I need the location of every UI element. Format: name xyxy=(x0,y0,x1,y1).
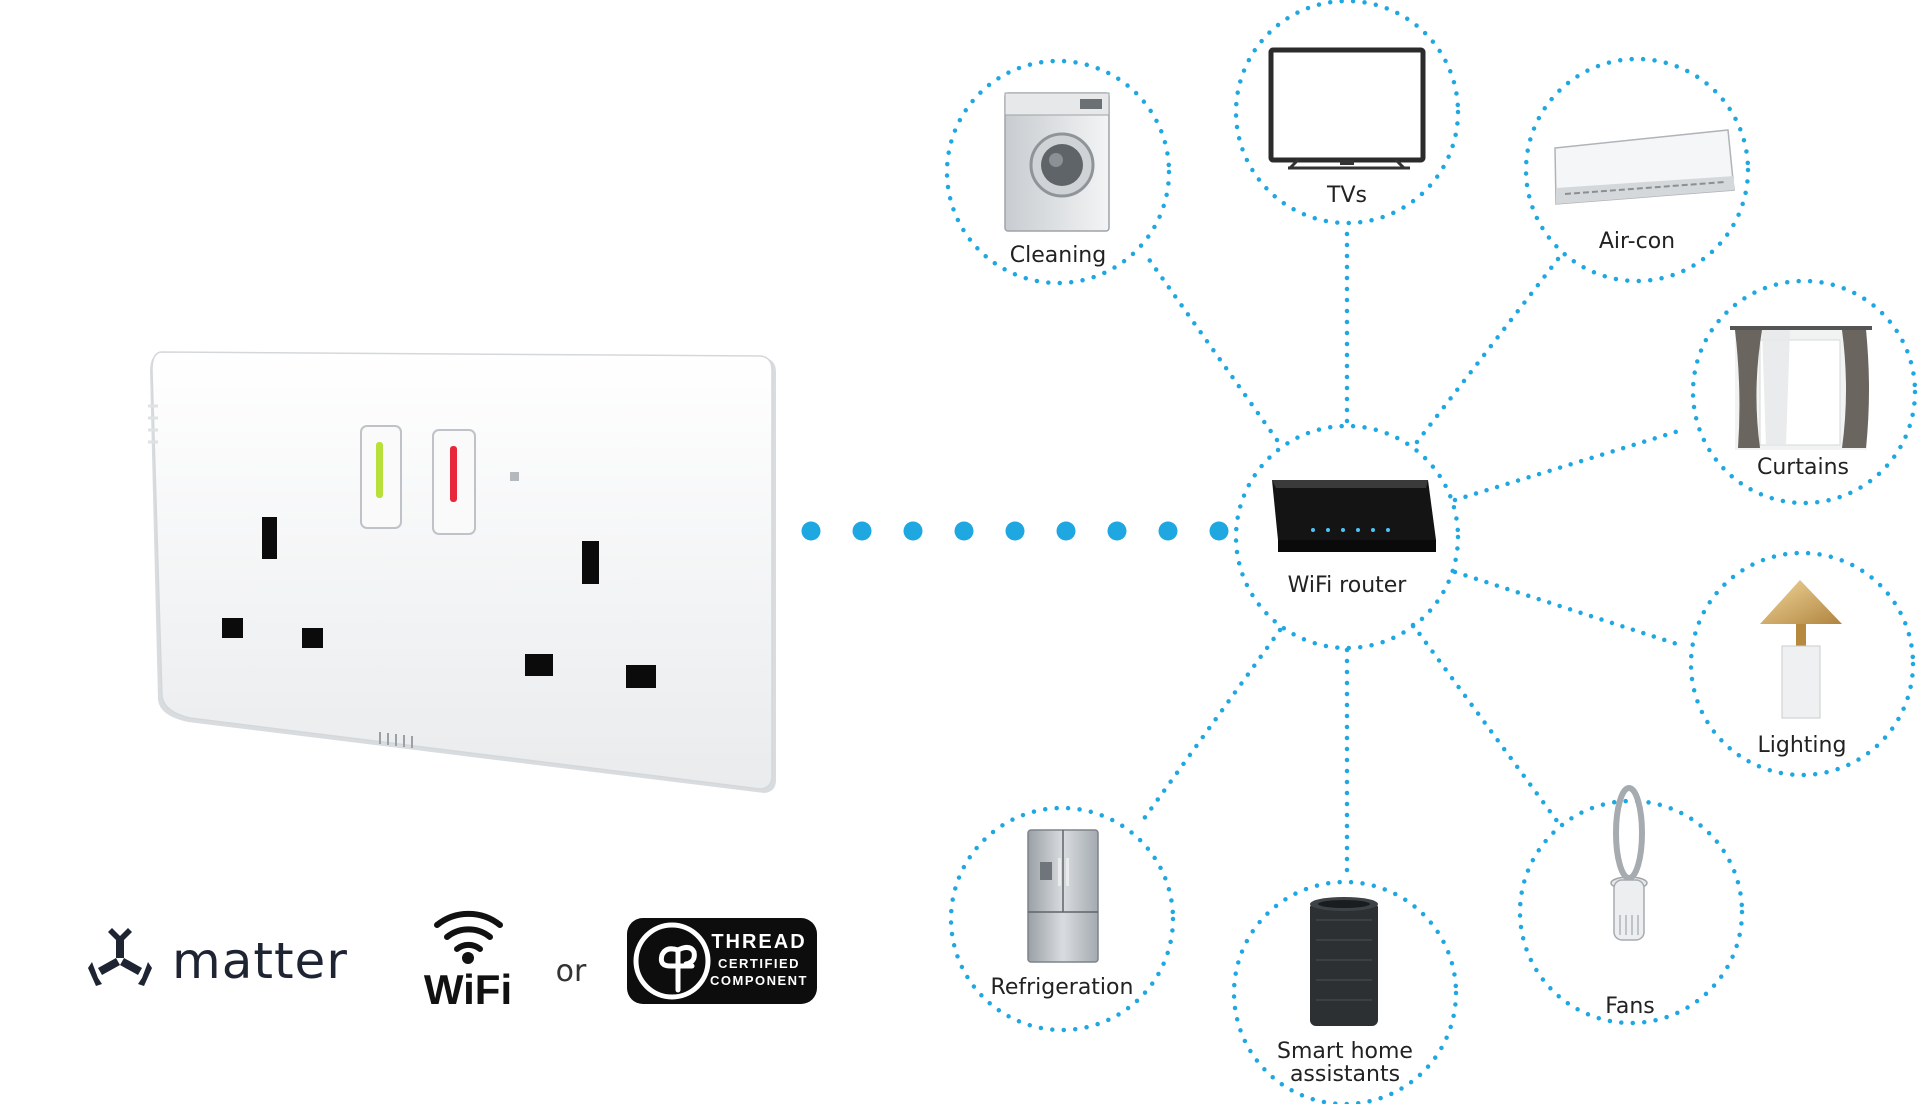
smart-socket xyxy=(148,351,776,793)
connector-curtains xyxy=(1452,427,1685,503)
wifi-logo: WiFi xyxy=(424,910,512,1013)
socket-link-dots xyxy=(801,521,1229,541)
curtains-icon xyxy=(1730,326,1872,450)
switch-left xyxy=(360,425,402,529)
aircon-icon xyxy=(1554,129,1735,205)
assistants-label-line1: Smart home xyxy=(1277,1039,1413,1064)
thread-icon xyxy=(658,944,697,993)
lamp-icon xyxy=(1760,580,1842,719)
tv-icon xyxy=(1268,47,1426,170)
socket-holes xyxy=(222,517,656,688)
tvs-label: TVs xyxy=(1326,183,1367,208)
cleaning-circle xyxy=(944,58,1172,286)
bottom-vents xyxy=(379,732,413,748)
device-circles xyxy=(944,0,1918,1104)
matter-logo: matter xyxy=(88,928,348,990)
refrigeration-circle xyxy=(948,805,1176,1033)
connector-cleaning xyxy=(1145,255,1280,443)
smart-speaker-icon xyxy=(1310,897,1378,1026)
fan-icon xyxy=(1610,785,1648,941)
matter-icon xyxy=(88,928,152,986)
wifi-wordmark: WiFi xyxy=(424,966,512,1013)
connector-fans xyxy=(1410,622,1560,824)
or-text: or xyxy=(556,954,587,989)
fans-circle xyxy=(1517,798,1745,1026)
curtains-label: Curtains xyxy=(1757,455,1849,480)
aircon-circle xyxy=(1523,56,1751,284)
curtains-circle xyxy=(1690,278,1918,506)
assistants-circle xyxy=(1231,879,1459,1104)
refrigeration-label: Refrigeration xyxy=(991,975,1134,1000)
hub-circle xyxy=(1233,423,1461,651)
matter-wordmark: matter xyxy=(172,932,348,990)
thread-certified: CERTIFIED xyxy=(718,956,800,971)
thread-component: COMPONENT xyxy=(710,973,808,988)
lighting-circle xyxy=(1688,550,1916,778)
side-vents xyxy=(148,404,158,444)
thread-certified-badge: THREAD CERTIFIED COMPONENT xyxy=(627,918,817,1004)
switch-right xyxy=(432,429,476,535)
tvs-circle xyxy=(1233,0,1461,226)
connector-aircon xyxy=(1414,256,1561,445)
aircon-label: Air-con xyxy=(1599,229,1675,254)
wifi-icon xyxy=(434,910,503,952)
connector-lighting xyxy=(1452,569,1683,648)
washing-machine-icon xyxy=(1004,92,1110,232)
status-led xyxy=(510,472,519,481)
connector-refrigeration xyxy=(1140,627,1283,823)
lighting-label: Lighting xyxy=(1758,733,1847,758)
cleaning-label: Cleaning xyxy=(1010,243,1106,268)
hub-label: WiFi router xyxy=(1288,573,1408,598)
connector-lines xyxy=(1140,220,1685,883)
wifi-router-icon xyxy=(1272,480,1436,552)
assistants-label-line2: assistants xyxy=(1290,1062,1400,1087)
fridge-icon xyxy=(1027,829,1099,963)
thread-title: THREAD xyxy=(711,931,806,953)
fans-label: Fans xyxy=(1605,994,1655,1019)
